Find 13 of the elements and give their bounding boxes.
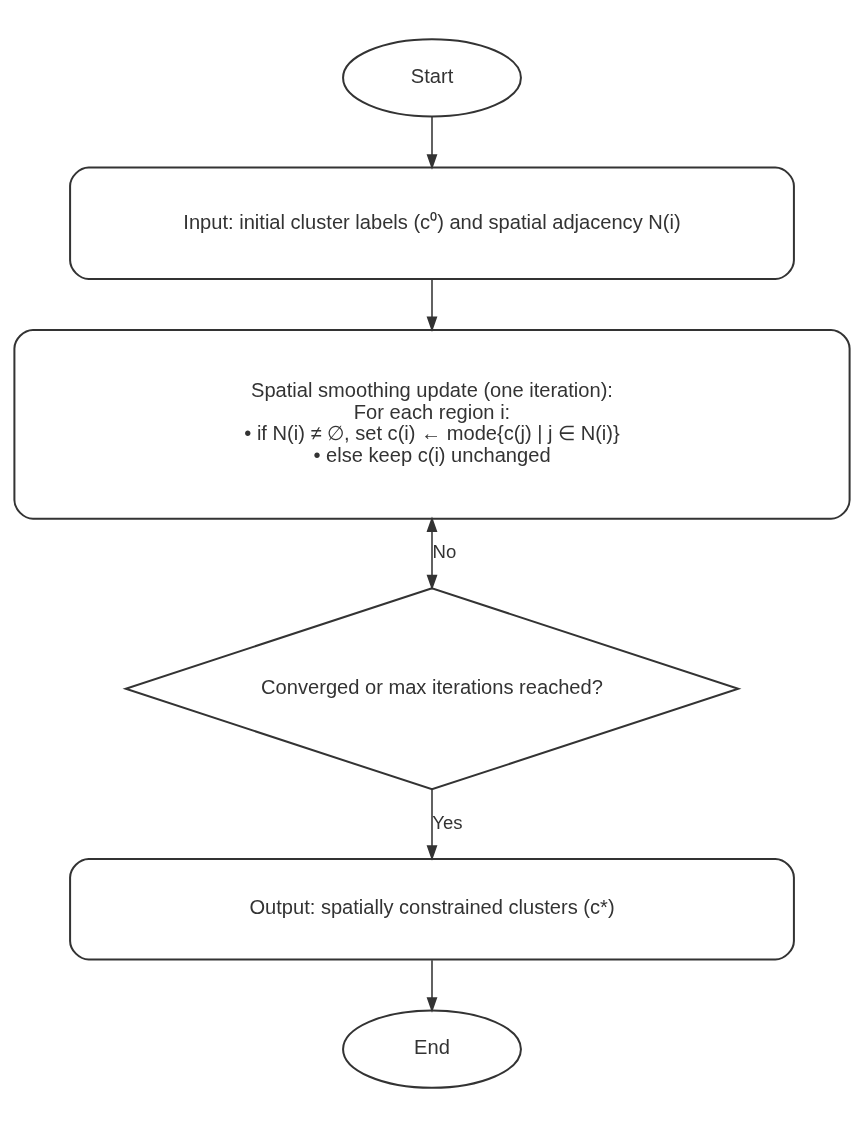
node-ellipse: End [342, 1009, 522, 1089]
arrow [426, 788, 438, 861]
edge-label: Yes [432, 811, 463, 833]
node-ellipse: Start [342, 38, 522, 118]
edge-label: No [432, 541, 457, 563]
node-diamond: Converged or max iterations reached? [122, 587, 742, 791]
node-box: Input: initial cluster labels (c⁰) and spatial adjacency N(i) [69, 166, 795, 280]
node-box: Output: spatially constrained clusters (c*) [69, 857, 795, 961]
node-box: Spatial smoothing update (one iteration): For each region i: • if N(i) ≠ ∅, set c(i) ← mode{c(j) | j ∈ N(i)} • else keep c(i) unchanged [13, 328, 851, 520]
arrow [426, 516, 438, 591]
arrow [426, 278, 438, 332]
arrow [426, 116, 438, 170]
arrow [426, 959, 438, 1013]
